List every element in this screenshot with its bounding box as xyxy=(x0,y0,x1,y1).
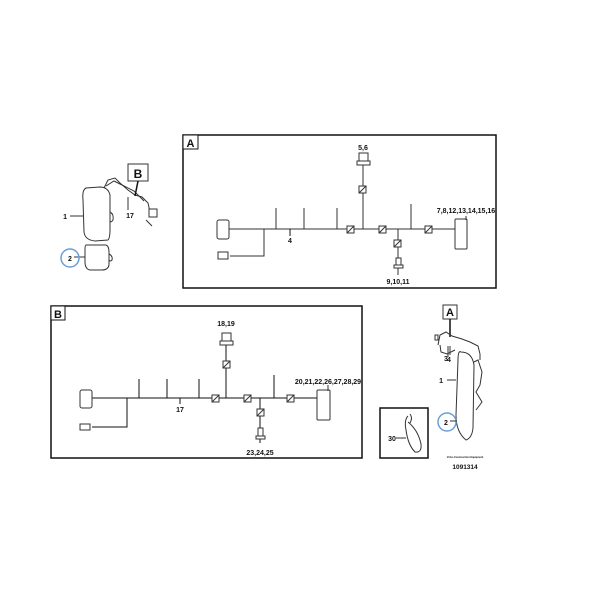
label-bottom-B: 23,24,25 xyxy=(246,450,273,457)
label-tie-30: 30 xyxy=(388,436,396,443)
connector-left xyxy=(216,219,230,240)
callout-B[interactable]: B xyxy=(134,167,143,181)
label-top-A: 5,6 xyxy=(358,145,368,152)
label-clip-3: 3 xyxy=(444,356,448,363)
label-bottom-A: 9,10,11 xyxy=(387,279,410,286)
panel-A: A 4 5,6 9,10,11 7,8,12,13,14,15,16 xyxy=(182,134,497,289)
label-mirror-lower-right: 2 xyxy=(444,420,448,427)
right-mirror-overview: A 3 4 1 2 xyxy=(434,304,483,441)
panel-B: B 17 18,19 23,24,25 20,21,22,26,27,28,29 xyxy=(50,305,363,459)
label-harness-4-right: 4 xyxy=(447,357,451,364)
panel-A-title: A xyxy=(187,138,195,150)
connector-small xyxy=(217,251,229,260)
label-right-B: 20,21,22,26,27,28,29 xyxy=(295,379,361,386)
left-mirror-overview: 1 2 17 B xyxy=(60,163,158,271)
label-mirror-lower: 2 xyxy=(68,256,72,263)
panel-B-title: B xyxy=(54,309,62,321)
drawing-number: 1091314 xyxy=(452,464,478,471)
label-mirror-main: 1 xyxy=(63,214,67,221)
footer-small-text: Volvo Construction Equipment xyxy=(447,456,484,459)
label-harness-17: 17 xyxy=(126,213,134,220)
callout-A[interactable]: A xyxy=(446,307,454,319)
connector-right xyxy=(454,218,468,250)
label-harness-4: 4 xyxy=(288,238,292,245)
label-mirror-main-right: 1 xyxy=(439,378,443,385)
highlight-circle-right xyxy=(437,412,457,432)
label-harness-17-B: 17 xyxy=(176,407,184,414)
label-top-B: 18,19 xyxy=(217,321,235,328)
detail-cable-tie: 30 xyxy=(379,407,429,459)
label-right-A: 7,8,12,13,14,15,16 xyxy=(437,208,495,215)
highlight-circle xyxy=(60,248,80,268)
